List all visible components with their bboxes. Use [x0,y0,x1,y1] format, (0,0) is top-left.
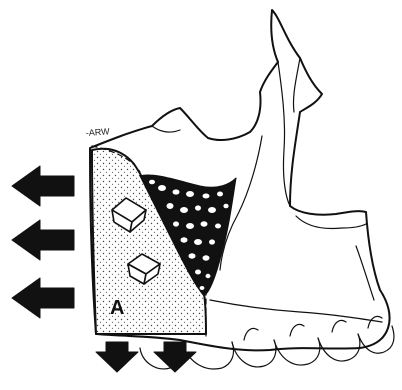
arrow-down-right [154,342,196,372]
artist-signature: -ARW [85,126,110,138]
arrow-left-top [12,166,74,206]
tooth [274,338,320,365]
tooth-root [290,324,304,336]
frontal-process-line [278,62,290,206]
label-a: A [110,297,124,319]
palatal-line [296,216,366,229]
alveolar-ridge [210,300,382,322]
tooth-root [332,320,346,332]
frontal-process-line-2 [293,58,300,112]
tooth-root [244,328,258,340]
tooth [358,326,394,353]
arrow-left-middle [12,220,74,260]
arrow-down-left [96,342,138,372]
arrow-left-bottom [12,278,74,318]
top-rim [152,126,180,132]
tooth [232,340,276,367]
